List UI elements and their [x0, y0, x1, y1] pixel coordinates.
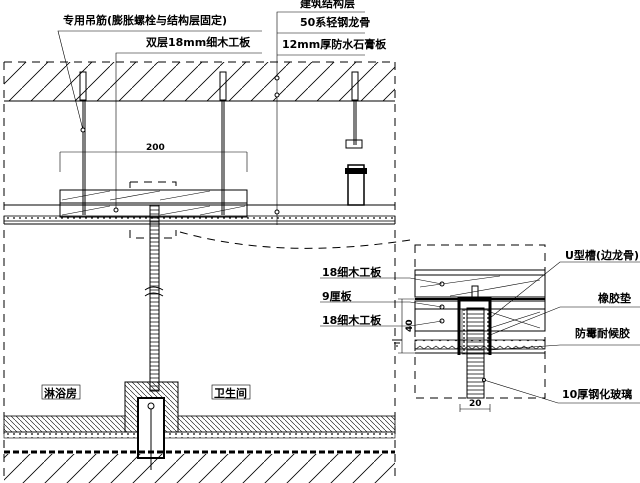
ceiling-slab: [4, 62, 395, 101]
label-tempered-glass: 10厚钢化玻璃: [562, 387, 632, 401]
svg-text:淋浴房: 淋浴房: [44, 386, 77, 400]
label-rubber-pad: 橡胶垫: [598, 291, 631, 305]
label-structure-layer: 建筑结构层: [300, 0, 355, 10]
label-blockboard-top: 18细木工板: [322, 265, 382, 279]
label-u-channel: U型槽(边龙骨): [565, 248, 639, 262]
main-section: 200 淋浴房 卫生间: [3, 0, 411, 483]
glass-pane: [144, 204, 164, 392]
top-leaders: [57, 11, 365, 225]
svg-text:卫生间: 卫生间: [214, 386, 247, 400]
room-label-bathroom: 卫生间: [211, 384, 251, 400]
label-plywood-9: 9厘板: [322, 289, 353, 303]
dimension-20: 20: [459, 399, 491, 412]
label-double-blockboard: 双层18mm细木工板: [146, 35, 251, 49]
dimension-label: 200: [146, 143, 165, 153]
hanger-rods: [79, 71, 367, 215]
label-gypsum-board: 12mm厚防水石膏板: [282, 37, 387, 51]
dimension-200: 200: [59, 143, 248, 172]
svg-text:20: 20: [469, 399, 482, 409]
label-sealant: 防霉耐候胶: [575, 326, 630, 340]
floor-layers: [3, 415, 396, 483]
ceiling-board: [3, 204, 396, 225]
detail-section: 20 40 18细木工板 9厘板 18细木工板 U型槽(边龙骨) 橡胶垫 防霉耐…: [320, 244, 640, 412]
label-blockboard-bottom: 18细木工板: [322, 313, 382, 327]
room-label-shower: 淋浴房: [41, 384, 81, 400]
detail-glass: [466, 307, 485, 399]
label-light-steel-keel: 50系轻钢龙骨: [300, 15, 370, 29]
label-hanger-rod: 专用吊筋(膨胀螺栓与结构层固定): [63, 13, 227, 27]
